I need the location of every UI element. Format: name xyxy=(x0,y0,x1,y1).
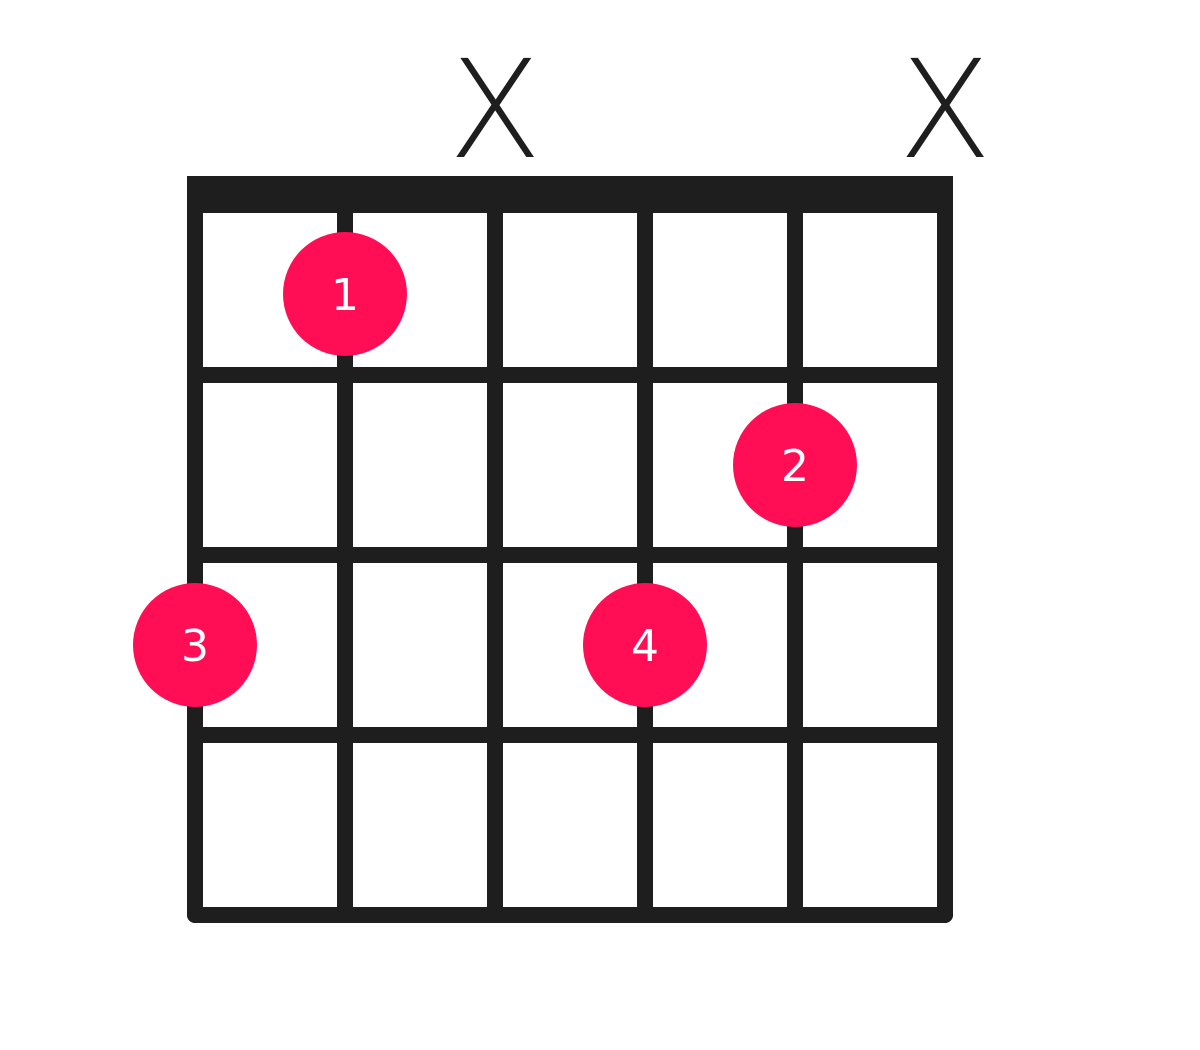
finger-dot-circle xyxy=(283,232,407,356)
string-marker-6: X xyxy=(898,32,991,190)
nut-bar xyxy=(187,176,953,213)
finger-dot-3: 3 xyxy=(133,583,257,707)
finger-dot-circle xyxy=(583,583,707,707)
fretboard-grid xyxy=(187,176,953,923)
finger-label: 4 xyxy=(631,621,659,672)
string-marker-3: X xyxy=(448,32,541,190)
finger-dot-circle xyxy=(133,583,257,707)
finger-dot-2: 2 xyxy=(733,403,857,527)
finger-dot-1: 1 xyxy=(283,232,407,356)
finger-dots: 1 2 3 4 xyxy=(133,232,857,707)
finger-dot-circle xyxy=(733,403,857,527)
finger-label: 3 xyxy=(181,621,209,672)
finger-label: 2 xyxy=(781,441,809,492)
finger-label: 1 xyxy=(331,270,359,321)
finger-dot-4: 4 xyxy=(583,583,707,707)
